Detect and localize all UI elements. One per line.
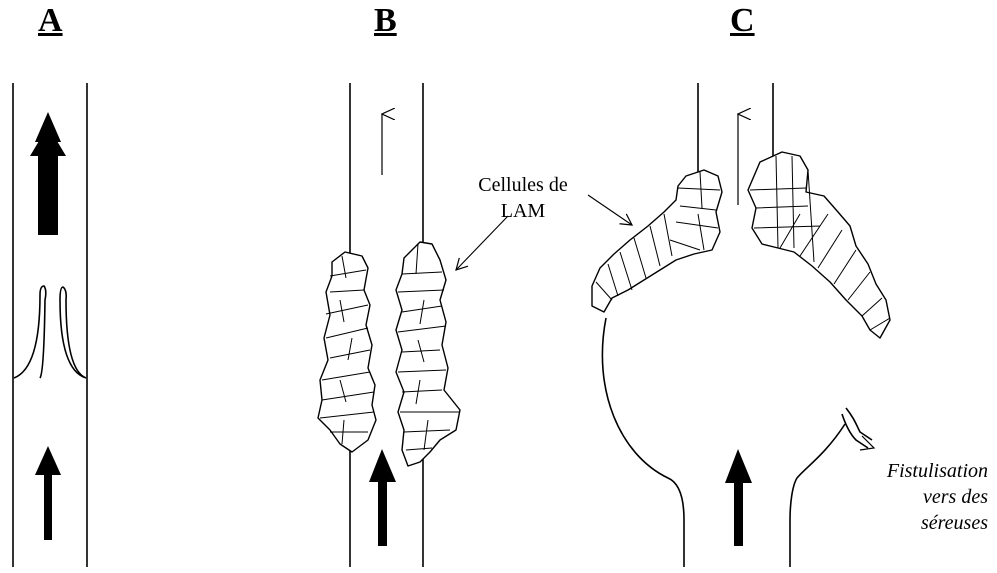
flow-arrow-head-lower [369,449,396,482]
flow-arrow-shaft-lower [44,475,52,540]
label-fistula-line2: vers des [848,484,988,510]
pointer-to-cluster-b [456,216,508,270]
flow-arrow-head [35,112,61,142]
flow-arrow-shaft-lower [378,482,387,546]
lam-cluster-c-left [592,170,722,312]
panel-a-vessel [13,83,87,567]
flow-arrow-shaft-lower [734,483,743,546]
label-lam-cells-line1: Cellules de [468,172,578,198]
flow-arrow-head-lower [725,449,752,483]
label-lam-cells: Cellules de LAM [468,172,578,224]
vessel-bulb-right [790,424,845,567]
label-fistula-line1: Fistulisation [848,458,988,484]
valve-leaflet-right [60,287,86,378]
panel-b-vessel [318,83,460,567]
flow-arrow-head-lower [35,446,61,475]
label-lam-cells-line2: LAM [468,198,578,224]
panel-c-vessel [592,83,890,567]
fistula-branch-inner [842,414,868,448]
valve-leaflet-left [14,286,46,378]
vessel-bulb-left [602,318,684,567]
lam-cluster-c-right [748,152,890,338]
lam-cluster-left [318,252,376,452]
pointer-to-cluster-c [588,195,632,225]
fistula-branch [846,408,872,440]
label-fistula: Fistulisation vers des séreuses [848,458,988,536]
label-fistula-line3: séreuses [848,510,988,536]
flow-arrow-shaft [44,142,52,204]
lam-cluster-right [396,242,460,466]
